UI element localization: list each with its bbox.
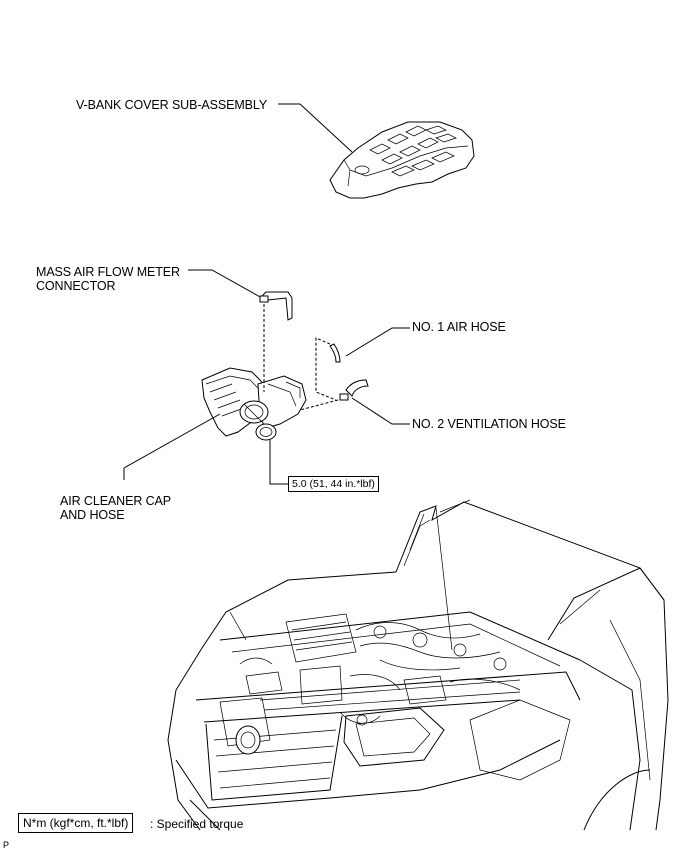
torque-legend-description: : Specified torque [150, 817, 244, 831]
air-cleaner-cap-drawing [123, 367, 307, 485]
label-v-bank-cover: V-BANK COVER SUB-ASSEMBLY [76, 98, 268, 112]
label-maf-connector-line1: MASS AIR FLOW METER [36, 265, 180, 279]
no2-ventilation-hose-drawing [299, 379, 410, 425]
torque-legend-box: N*m (kgf*cm, ft.*lbf) [18, 813, 134, 833]
label-no1-air-hose: NO. 1 AIR HOSE [412, 320, 506, 334]
no1-air-hose-drawing [315, 327, 410, 401]
v-bank-cover-drawing [278, 103, 475, 199]
label-maf-connector-line2: CONNECTOR [36, 279, 116, 293]
label-no2-ventilation-hose: NO. 2 VENTILATION HOSE [412, 417, 566, 431]
torque-value-box: 5.0 (51, 44 in.*lbf) [288, 476, 379, 492]
label-air-cleaner-line1: AIR CLEANER CAP [60, 494, 172, 508]
page-code: P [3, 840, 10, 850]
maf-connector-drawing [188, 269, 293, 380]
vehicle-drawing [167, 499, 669, 831]
label-air-cleaner-line2: AND HOSE [60, 508, 125, 522]
